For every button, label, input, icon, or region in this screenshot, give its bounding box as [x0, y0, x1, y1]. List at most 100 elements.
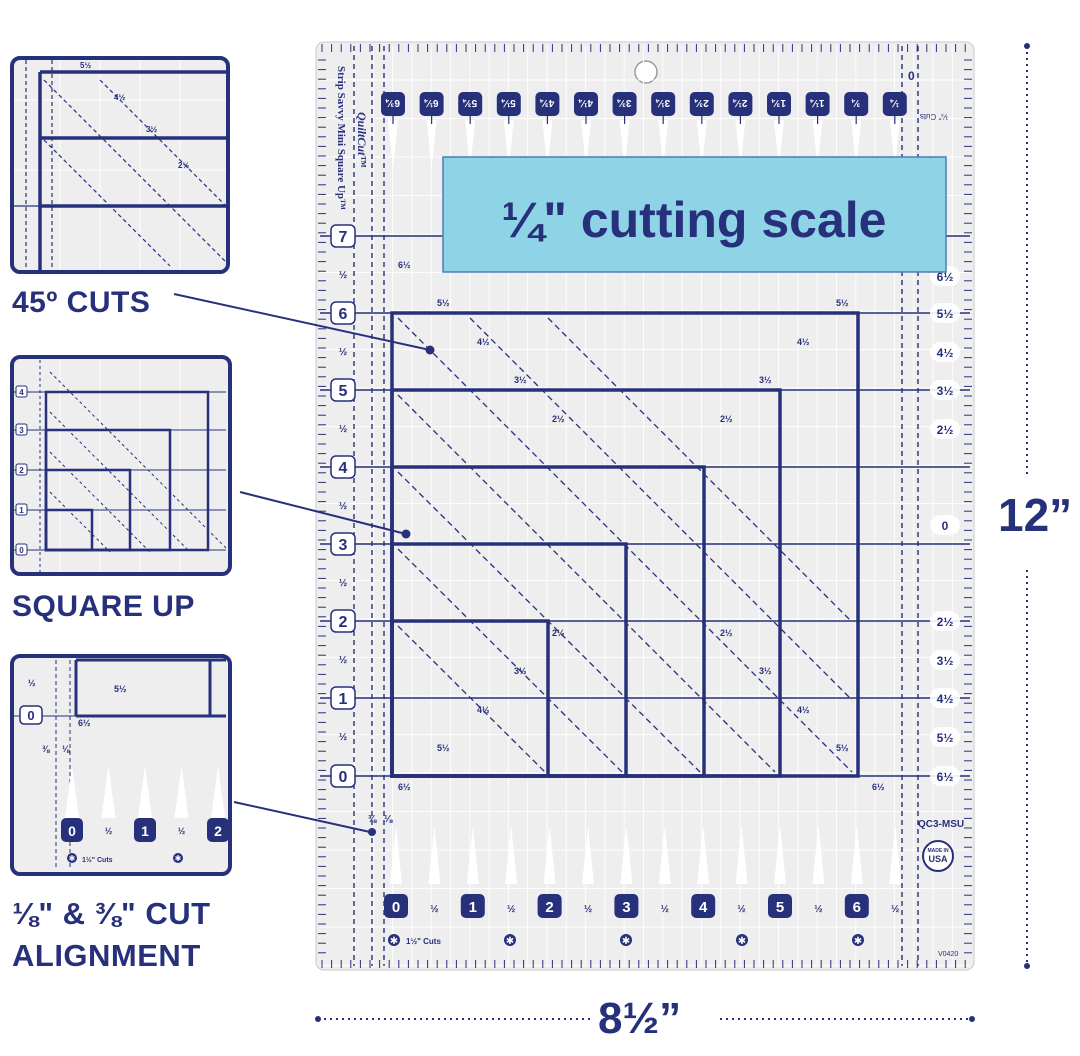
svg-text:½: ½ [339, 655, 347, 666]
top-tab: 3¾ [612, 92, 637, 168]
top-tab: 4¼ [574, 92, 598, 168]
svg-text:6½: 6½ [78, 718, 91, 728]
svg-text:6: 6 [339, 306, 348, 323]
version-code: V0420 [938, 951, 958, 958]
svg-text:✱: ✱ [506, 936, 514, 947]
svg-text:½: ½ [430, 904, 438, 915]
svg-text:7: 7 [339, 229, 348, 246]
svg-text:2¼: 2¼ [733, 97, 748, 108]
cuts-bottom-label: 1½" Cuts [406, 937, 441, 946]
svg-text:1¼: 1¼ [810, 97, 825, 108]
svg-text:¼: ¼ [890, 97, 899, 108]
svg-text:4½: 4½ [797, 337, 810, 347]
banner-text: ¼" cutting scale [502, 192, 887, 248]
bottom-tab: 1 [460, 826, 485, 918]
diagonal-45-lines [397, 317, 853, 773]
hanging-hole [634, 60, 658, 84]
svg-text:2: 2 [545, 899, 553, 916]
svg-text:4¼: 4¼ [578, 97, 593, 108]
top-tab: 6¾ [381, 92, 405, 168]
svg-text:6½: 6½ [937, 770, 954, 784]
svg-text:½: ½ [737, 904, 745, 915]
top-tab: 5¾ [458, 92, 483, 168]
svg-text:½: ½ [661, 904, 669, 915]
svg-text:2½: 2½ [720, 414, 733, 424]
bottom-tab: ½ [658, 826, 671, 915]
svg-text:5: 5 [776, 899, 784, 916]
svg-text:2½: 2½ [552, 628, 565, 638]
product-name: Strip Savvy Mini Square Up™ [335, 66, 347, 210]
star-icon [620, 934, 632, 946]
left-inch-number: 0 [330, 764, 356, 788]
bottom-tab: ½ [889, 826, 902, 915]
svg-text:6¼: 6¼ [424, 97, 439, 108]
inset-45-cuts: 5½ 4½ 3½ 2½ [10, 56, 230, 274]
svg-text:6½: 6½ [398, 260, 411, 270]
svg-text:3: 3 [19, 426, 24, 435]
svg-text:3¾: 3¾ [617, 97, 632, 108]
star-icon [736, 934, 748, 946]
svg-text:4½: 4½ [477, 705, 490, 715]
star-icon [852, 934, 864, 946]
svg-text:4½: 4½ [937, 692, 954, 706]
svg-text:6½: 6½ [398, 782, 411, 792]
bottom-tab: 3 [614, 826, 639, 918]
svg-text:4: 4 [699, 899, 708, 916]
svg-text:MADE IN: MADE IN [927, 848, 949, 854]
svg-text:⅛: ⅛ [62, 744, 70, 754]
svg-text:1¾: 1¾ [771, 97, 786, 108]
svg-text:2½: 2½ [552, 414, 565, 424]
svg-text:3½: 3½ [937, 654, 954, 668]
callout-square-up: SQUARE UP [12, 590, 195, 623]
svg-text:5½: 5½ [937, 731, 954, 745]
svg-text:5½: 5½ [836, 743, 849, 753]
svg-text:5½: 5½ [114, 684, 127, 694]
svg-text:⅜: ⅜ [42, 744, 50, 754]
svg-text:2½: 2½ [937, 423, 954, 437]
left-inch-number: 7½ [330, 224, 356, 281]
svg-text:½: ½ [339, 270, 347, 281]
svg-text:1½" Cuts: 1½" Cuts [82, 856, 113, 864]
svg-text:3: 3 [622, 899, 630, 916]
left-inch-number: 5½ [330, 378, 356, 435]
svg-text:3: 3 [339, 537, 348, 554]
svg-text:5: 5 [339, 383, 348, 400]
svg-text:1: 1 [469, 899, 477, 916]
svg-text:2: 2 [19, 466, 24, 475]
top-tab: ¼ [882, 92, 907, 168]
top-tab: 5¼ [496, 92, 521, 168]
svg-text:1: 1 [141, 823, 149, 839]
svg-text:½: ½ [339, 732, 347, 743]
svg-text:USA: USA [928, 854, 948, 864]
svg-text:½: ½ [339, 424, 347, 435]
bottom-tab: ½ [812, 826, 825, 915]
svg-text:2: 2 [339, 614, 348, 631]
svg-text:5¾: 5¾ [463, 97, 478, 108]
svg-text:½: ½ [339, 578, 347, 589]
top-tab: 6¼ [419, 92, 444, 168]
svg-text:½: ½ [339, 347, 347, 358]
svg-text:3½: 3½ [759, 375, 772, 385]
svg-text:2: 2 [214, 823, 222, 839]
bottom-tab: 4 [691, 826, 716, 918]
svg-text:0: 0 [68, 823, 76, 839]
width-dimension-label: 8½” [598, 994, 682, 1043]
svg-text:✱: ✱ [622, 936, 630, 947]
svg-text:4: 4 [339, 460, 348, 477]
svg-text:½: ½ [507, 904, 515, 915]
svg-text:3¼: 3¼ [656, 97, 671, 108]
svg-text:2¾: 2¾ [694, 97, 709, 108]
callout-connectors [173, 293, 431, 833]
svg-text:4¾: 4¾ [540, 97, 555, 108]
model-number: QC3-MSU [918, 819, 964, 830]
svg-text:½: ½ [584, 904, 592, 915]
callout-alignment-line2: ALIGNMENT [12, 938, 201, 973]
svg-text:2½: 2½ [178, 161, 189, 170]
svg-text:4½: 4½ [477, 337, 490, 347]
svg-text:3½: 3½ [146, 125, 157, 134]
square-size-labels: 6½6½5½5½4½4½3½3½2½2½2½2½3½3½4½4½5½5½6½6½ [398, 260, 885, 792]
